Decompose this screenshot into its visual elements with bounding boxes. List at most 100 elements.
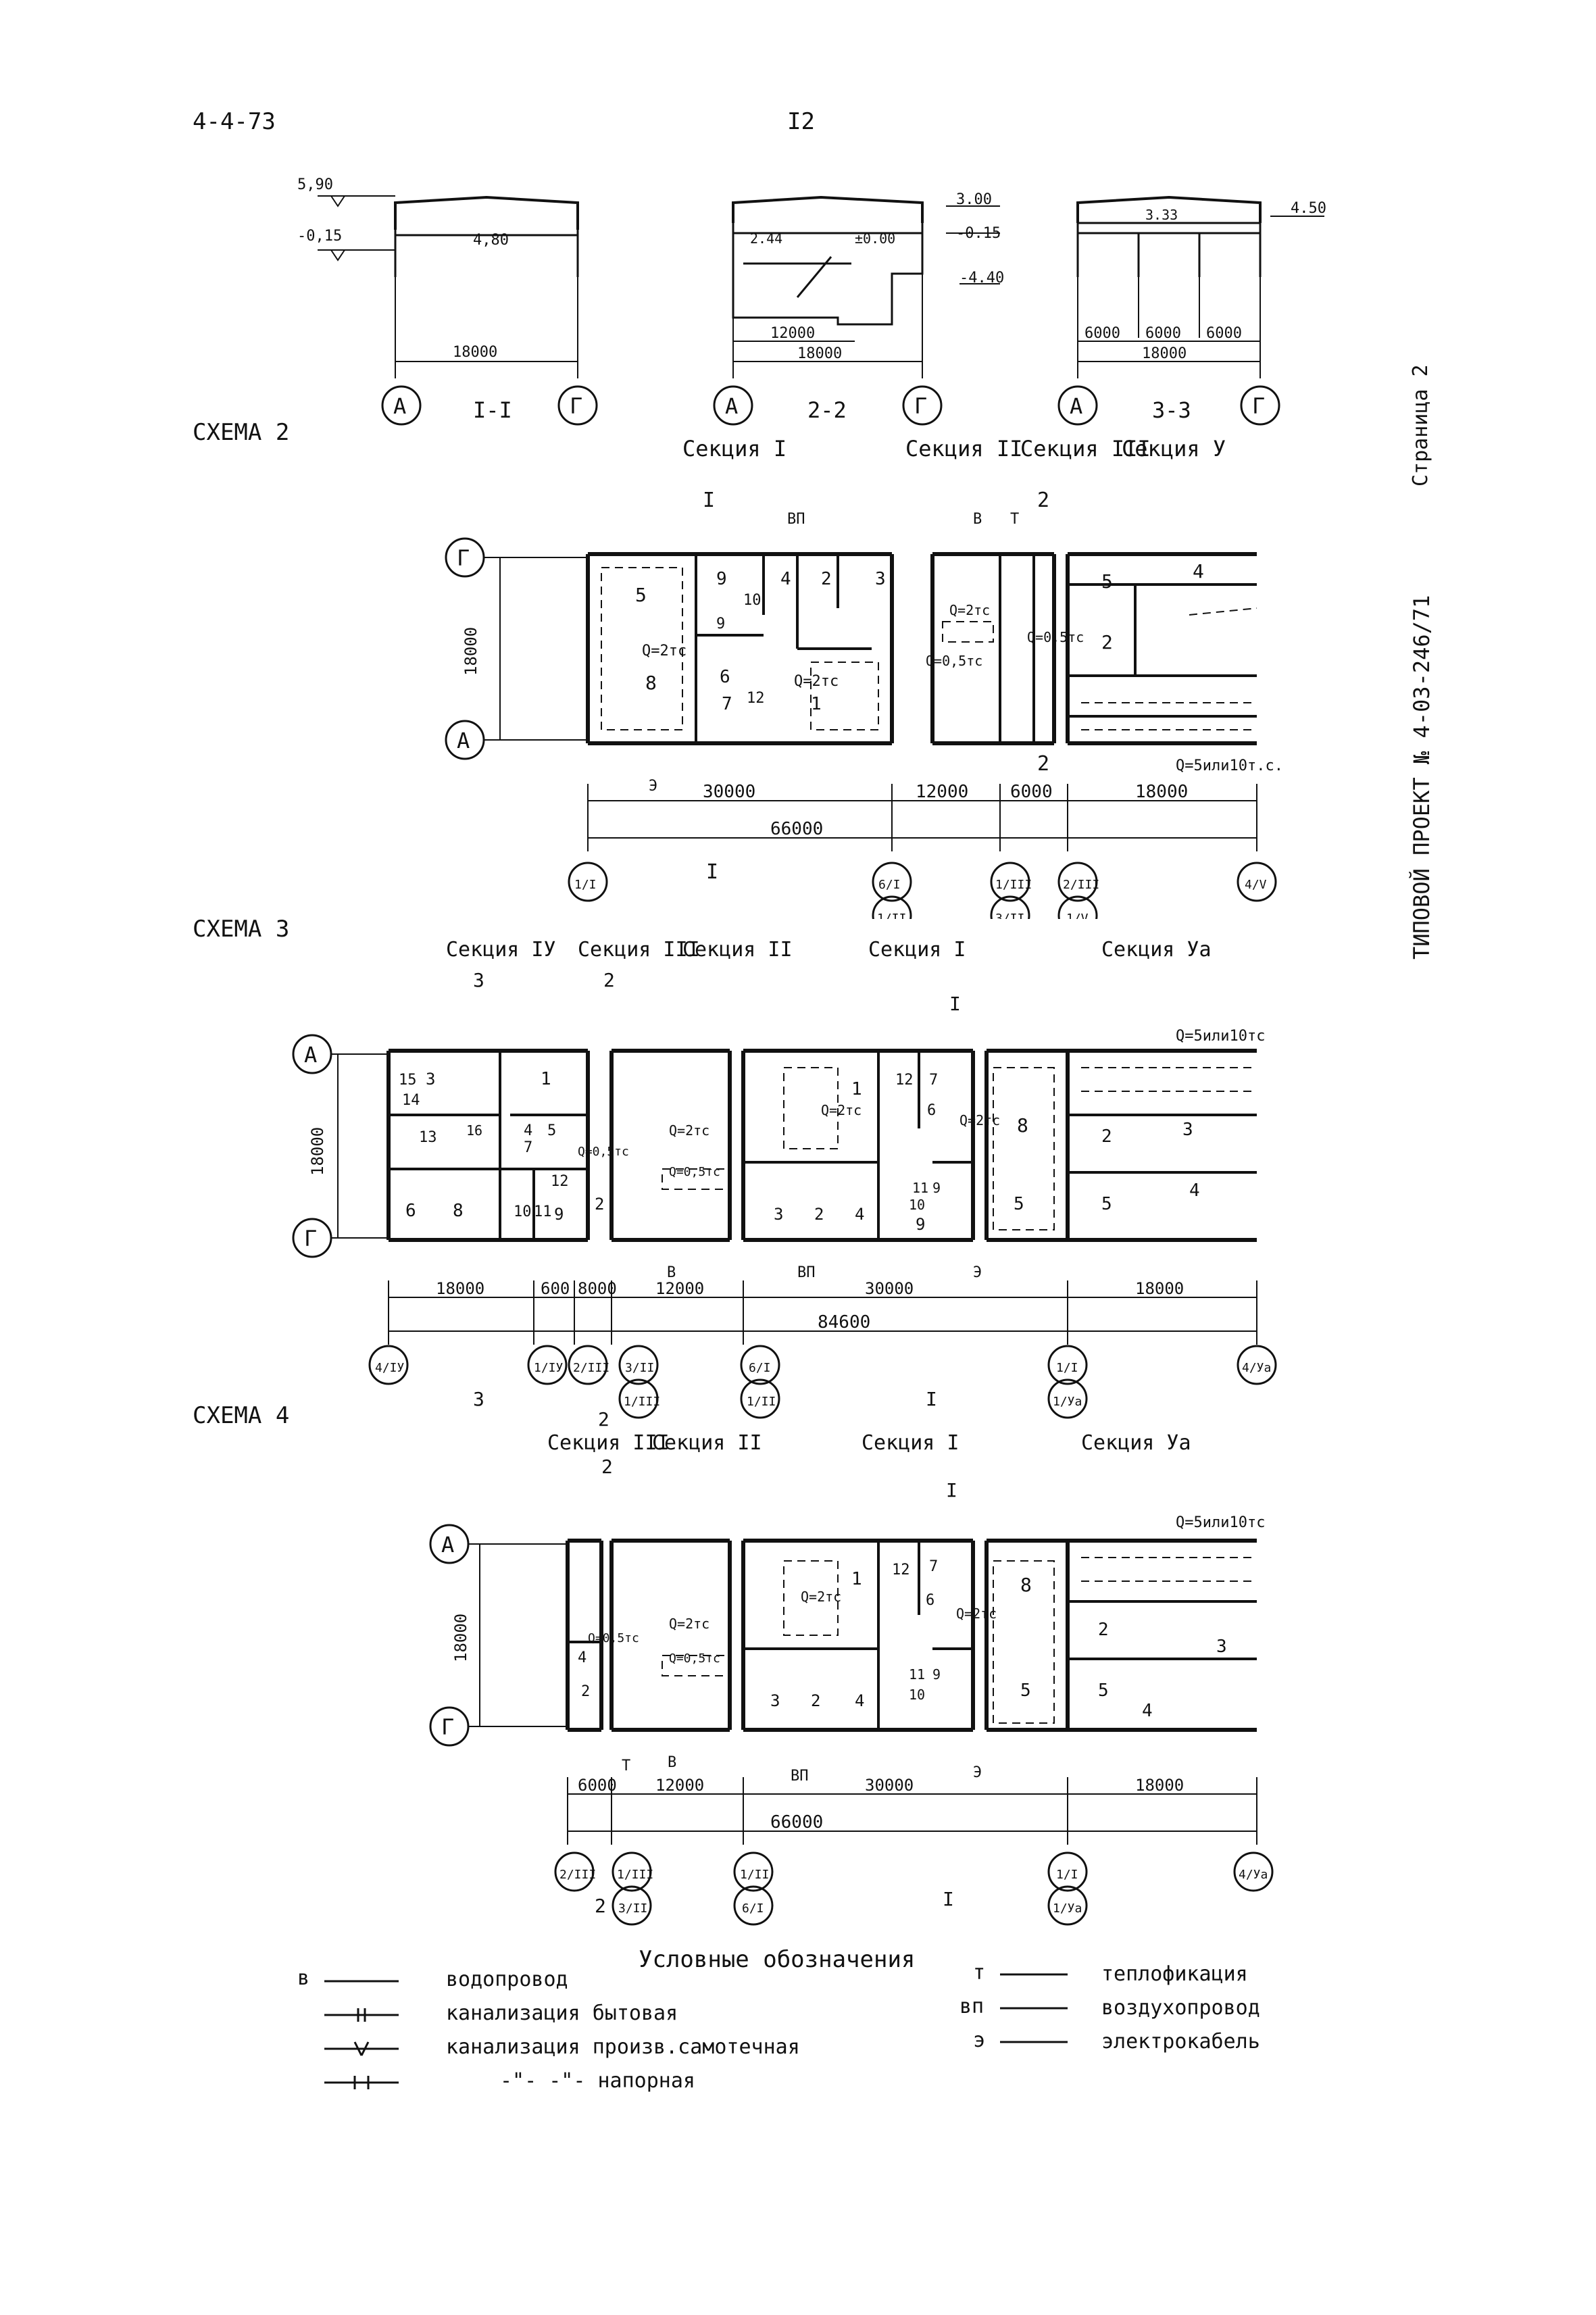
svg-text:4: 4 bbox=[855, 1205, 864, 1224]
svg-text:5: 5 bbox=[1098, 1681, 1109, 1701]
svg-text:11: 11 bbox=[534, 1203, 552, 1220]
svg-text:9: 9 bbox=[716, 569, 727, 589]
sec-label-4: Секция I bbox=[868, 938, 966, 962]
svg-text:1/I: 1/I bbox=[1056, 1361, 1078, 1375]
svg-text:12: 12 bbox=[895, 1072, 914, 1089]
svg-text:1/Уа: 1/Уа bbox=[1053, 1395, 1082, 1409]
sec-label-3: Секция I bbox=[862, 1431, 959, 1455]
marker-8: ВП bbox=[797, 1264, 816, 1281]
dim-18000: 18000 bbox=[797, 345, 842, 362]
marker-8: Т bbox=[622, 1758, 630, 1774]
legend-label-5: воздухопровод bbox=[1101, 1996, 1260, 2020]
svg-text:9: 9 bbox=[716, 616, 725, 632]
dim-total: 66000 bbox=[770, 819, 823, 839]
svg-text:3: 3 bbox=[1216, 1637, 1227, 1657]
section-3-3: 4.50 3.33 6000 6000 6000 18000 А Г 3-3 bbox=[1057, 195, 1326, 426]
svg-text:6/I: 6/I bbox=[878, 878, 901, 892]
marker-4: 2 bbox=[1037, 752, 1049, 776]
plan-walls bbox=[566, 1539, 1257, 1732]
svg-text:10: 10 bbox=[909, 1197, 925, 1213]
svg-text:1/II: 1/II bbox=[740, 1868, 769, 1882]
svg-text:5: 5 bbox=[1014, 1194, 1024, 1214]
load-5: Q=0,5тс bbox=[588, 1631, 639, 1645]
svg-text:9: 9 bbox=[916, 1215, 925, 1234]
svg-text:5: 5 bbox=[1101, 1194, 1112, 1214]
legend-title: Условные обозначения bbox=[639, 1946, 916, 1973]
load-4: Q=2тс bbox=[669, 1122, 709, 1139]
dim-2: 12000 bbox=[655, 1776, 704, 1795]
svg-text:1/Уа: 1/Уа bbox=[1053, 1901, 1082, 1916]
svg-text:3: 3 bbox=[774, 1205, 783, 1224]
legend-symbols bbox=[324, 1973, 1068, 2089]
marker-1: 3 bbox=[473, 969, 484, 991]
svg-text:1/III: 1/III bbox=[995, 878, 1032, 892]
svg-text:1/I: 1/I bbox=[1056, 1868, 1078, 1882]
dim-3: 30000 bbox=[865, 1776, 914, 1795]
load-5: Q=0,5тс bbox=[578, 1145, 629, 1159]
svg-text:4: 4 bbox=[1142, 1701, 1153, 1721]
svg-text:2: 2 bbox=[814, 1205, 824, 1224]
svg-text:4/IУ: 4/IУ bbox=[375, 1361, 405, 1375]
svg-text:7: 7 bbox=[524, 1139, 532, 1156]
svg-text:6: 6 bbox=[926, 1592, 934, 1609]
height-dim: 18000 bbox=[451, 1614, 470, 1662]
svg-text:3: 3 bbox=[1182, 1120, 1193, 1140]
sec-label-1: Секция I bbox=[682, 436, 787, 462]
load-4: Q=2тс bbox=[669, 1616, 709, 1632]
height-dim: 18000 bbox=[308, 1127, 327, 1176]
scheme4-title: СХЕМА 4 bbox=[193, 1402, 290, 1429]
load-2: Q=2тс bbox=[821, 1102, 862, 1118]
level-2: -0,15 bbox=[297, 228, 342, 245]
svg-text:1: 1 bbox=[851, 1079, 862, 1099]
svg-text:3/II: 3/II bbox=[995, 912, 1024, 919]
legend-label-1: канализация бытовая bbox=[446, 2001, 678, 2025]
marker-3: I bbox=[949, 993, 961, 1015]
svg-text:3: 3 bbox=[875, 569, 886, 589]
marker-5: 2 bbox=[598, 1408, 609, 1430]
svg-text:3/II: 3/II bbox=[618, 1901, 647, 1916]
svg-text:15: 15 bbox=[399, 1072, 417, 1089]
svg-text:4/Уа: 4/Уа bbox=[1239, 1868, 1268, 1882]
axis-g: Г bbox=[304, 1226, 317, 1251]
svg-text:2: 2 bbox=[1101, 631, 1113, 653]
svg-text:2: 2 bbox=[821, 569, 832, 589]
section-2-2: 3.00 -0.15 -4.40 2.44 ±0.00 12000 18000 … bbox=[713, 191, 1004, 426]
load-6: Q=0,5тс bbox=[669, 1165, 720, 1179]
svg-text:2: 2 bbox=[1101, 1126, 1112, 1147]
marker-4: I bbox=[943, 1888, 954, 1910]
dim-4: 18000 bbox=[1135, 782, 1188, 802]
svg-text:8: 8 bbox=[1017, 1114, 1028, 1137]
sec-label-1: Секция IУ bbox=[446, 938, 556, 962]
svg-text:4: 4 bbox=[578, 1649, 587, 1666]
sec-label-4: Секция У bbox=[1122, 436, 1226, 462]
marker-1: 2 bbox=[601, 1455, 613, 1478]
legend-sym-4: т bbox=[973, 1961, 986, 1985]
sec-label-2: Секция II bbox=[905, 436, 1022, 462]
level-1: 4.50 bbox=[1291, 200, 1326, 217]
svg-text:12: 12 bbox=[747, 690, 765, 707]
marker-2: I bbox=[706, 860, 718, 884]
svg-text:3/II: 3/II bbox=[625, 1361, 654, 1375]
marker-7: В bbox=[667, 1264, 676, 1281]
marker-5: ВП bbox=[787, 511, 805, 528]
axis-g: Г bbox=[1252, 393, 1265, 419]
svg-text:4: 4 bbox=[524, 1122, 532, 1139]
axis-g: Г bbox=[914, 393, 927, 419]
svg-text:9: 9 bbox=[554, 1205, 564, 1224]
svg-text:12: 12 bbox=[551, 1173, 569, 1190]
marker-4: 3 bbox=[473, 1388, 484, 1410]
section-name: I-I bbox=[473, 397, 512, 423]
scheme2-title: СХЕМА 2 bbox=[193, 419, 290, 446]
legend-label-2: канализация произв.самотечная bbox=[446, 2035, 800, 2059]
dim-3: 6000 bbox=[1010, 782, 1053, 802]
marker-1: I bbox=[703, 489, 715, 512]
load-3: Q=2тс bbox=[956, 1605, 997, 1622]
dim-18000: 18000 bbox=[453, 344, 497, 361]
svg-text:5: 5 bbox=[1101, 570, 1113, 593]
svg-text:6/I: 6/I bbox=[742, 1901, 764, 1916]
svg-text:13: 13 bbox=[419, 1129, 437, 1146]
dim-1: 18000 bbox=[436, 1279, 484, 1298]
legend-sym-6: э bbox=[973, 2028, 986, 2052]
dim-total: 84600 bbox=[818, 1312, 870, 1333]
sec-label-5: Секция Уа bbox=[1101, 938, 1212, 962]
